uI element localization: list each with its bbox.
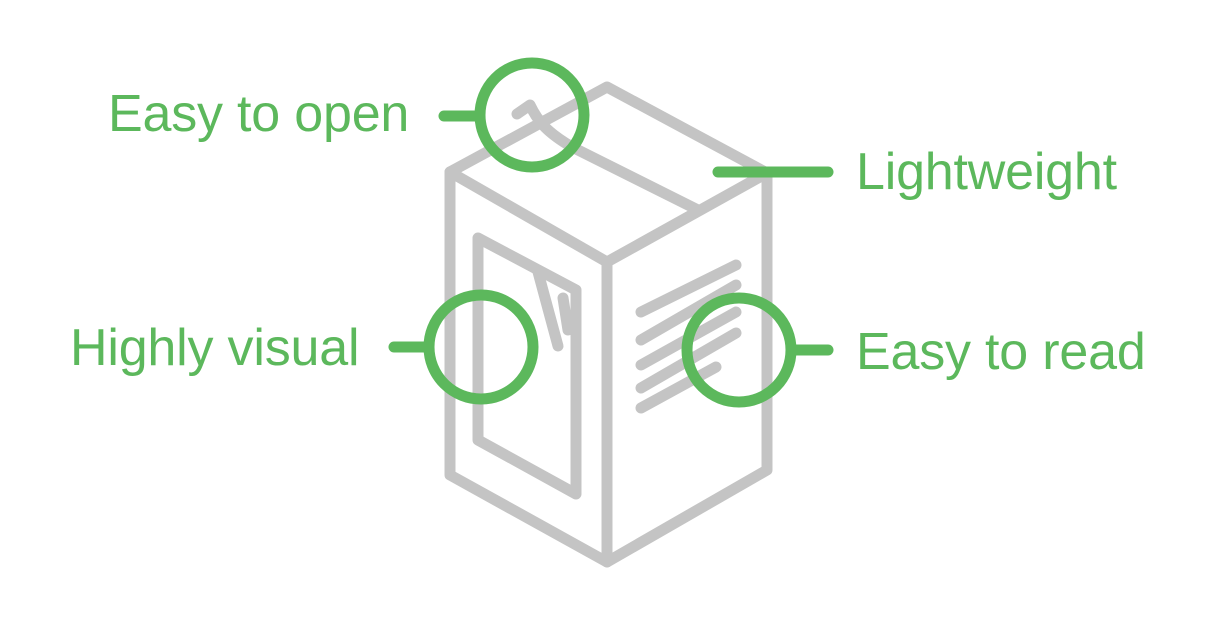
text-line-2 <box>635 279 742 346</box>
text-line-1 <box>635 259 742 318</box>
callout-label-lightweight: Lightweight <box>856 143 1117 201</box>
callout-label-easy-to-read: Easy to read <box>856 323 1146 381</box>
callout-markers <box>388 57 834 408</box>
window-glare-2 <box>557 292 574 336</box>
window-glare-1 <box>532 266 564 352</box>
callout-label-easy-to-open: Easy to open <box>108 85 410 143</box>
box-package-icon <box>444 81 773 568</box>
box-left-face <box>444 166 613 568</box>
callout-label-highly-visual: Highly visual <box>70 319 360 377</box>
box-right-face <box>601 167 773 568</box>
text-line-5 <box>635 361 722 414</box>
